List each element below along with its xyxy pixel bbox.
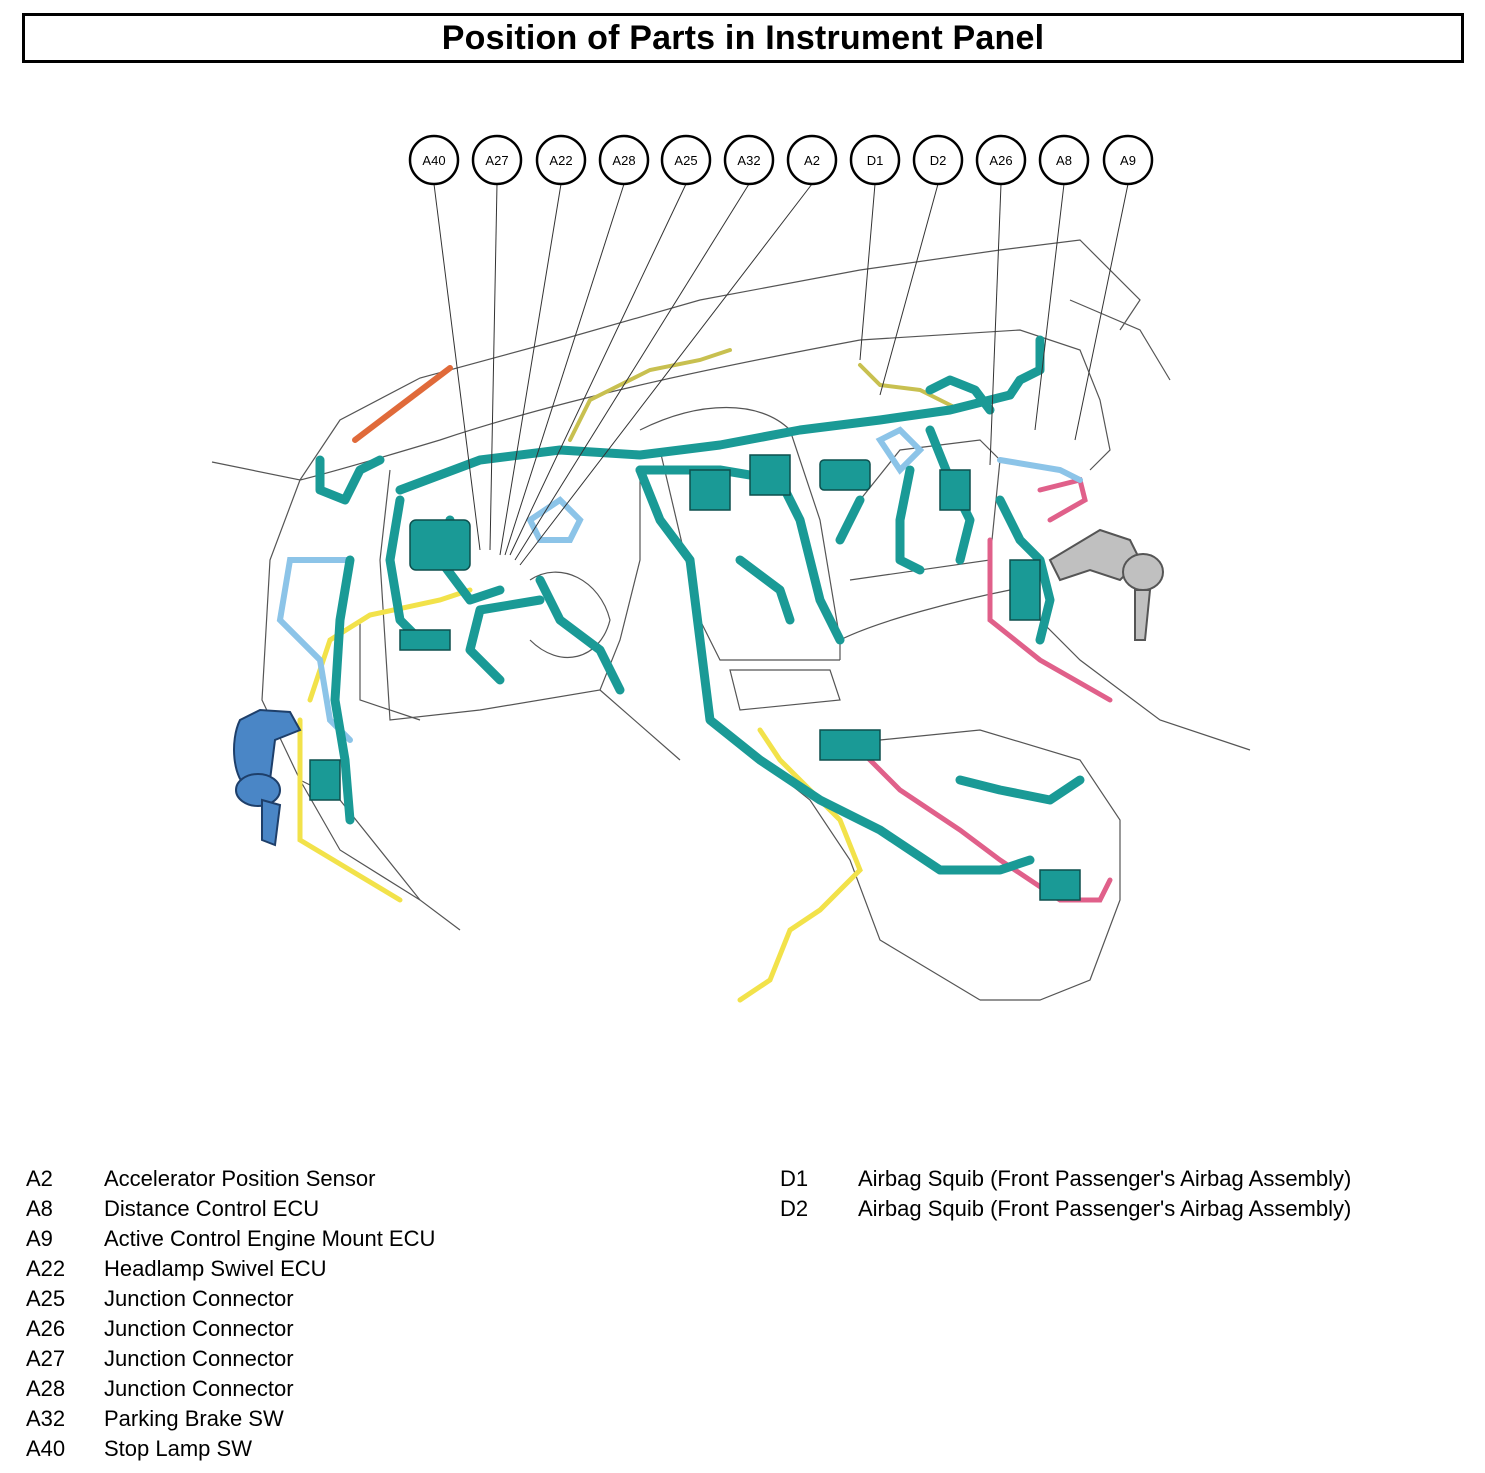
callout-D2: D2 (912, 134, 964, 186)
svg-text:D1: D1 (867, 153, 884, 168)
dashboard-outline (211, 239, 1251, 1001)
legend-code: D2 (780, 1196, 809, 1221)
callout-A25: A25 (660, 134, 712, 186)
legend-desc: Distance Control ECU (104, 1196, 320, 1221)
callout-leaders (433, 183, 1129, 566)
callout-A26: A26 (975, 134, 1027, 186)
callout-A22: A22 (535, 134, 587, 186)
legend-desc: Junction Connector (104, 1376, 294, 1401)
legend-desc: Junction Connector (104, 1286, 294, 1311)
svg-text:A9: A9 (1120, 153, 1136, 168)
title-box: Position of Parts in Instrument Panel (22, 13, 1464, 63)
svg-text:A22: A22 (549, 153, 572, 168)
legend-desc: Stop Lamp SW (104, 1436, 252, 1461)
connector-blocks (309, 454, 1081, 901)
legend-code: A40 (26, 1436, 66, 1461)
legend-code: A25 (26, 1286, 66, 1311)
legend-desc: Parking Brake SW (104, 1406, 284, 1431)
harness-orange (352, 365, 453, 443)
svg-text:A27: A27 (485, 153, 508, 168)
steering-column (233, 708, 302, 847)
svg-text:A8: A8 (1056, 153, 1072, 168)
svg-text:A28: A28 (612, 153, 635, 168)
page-title: Position of Parts in Instrument Panel (441, 18, 1045, 57)
svg-text:D2: D2 (930, 153, 947, 168)
legend-code: A2 (26, 1166, 53, 1191)
legend-code: A32 (26, 1406, 66, 1431)
svg-text:A32: A32 (737, 153, 760, 168)
harness-main (315, 335, 1085, 875)
callout-A27: A27 (471, 134, 523, 186)
legend-desc: Junction Connector (104, 1346, 294, 1371)
callout-A32: A32 (723, 134, 775, 186)
legend-desc: Airbag Squib (Front Passenger's Airbag A… (858, 1196, 1352, 1221)
callout-A8: A8 (1038, 134, 1090, 186)
callout-A28: A28 (598, 134, 650, 186)
svg-text:A2: A2 (804, 153, 820, 168)
callout-A2: A2 (786, 134, 838, 186)
harness-pink (847, 476, 1113, 903)
legend-desc: Airbag Squib (Front Passenger's Airbag A… (858, 1166, 1352, 1191)
legend-desc: Accelerator Position Sensor (104, 1166, 376, 1191)
legend-code: A26 (26, 1316, 66, 1341)
svg-text:A25: A25 (674, 153, 697, 168)
legend-desc: Active Control Engine Mount ECU (104, 1226, 436, 1251)
legend-code: A27 (26, 1346, 66, 1371)
legend-code: A28 (26, 1376, 66, 1401)
svg-text:A40: A40 (422, 153, 445, 168)
grey-component (1048, 528, 1164, 641)
legend-desc: Headlamp Swivel ECU (104, 1256, 327, 1281)
harness-olive (568, 348, 962, 442)
legend-code: A22 (26, 1256, 66, 1281)
callout-A9: A9 (1102, 134, 1154, 186)
legend-code: A8 (26, 1196, 53, 1221)
svg-text:A26: A26 (989, 153, 1012, 168)
harness-yellow (297, 587, 863, 1003)
legend-code: D1 (780, 1166, 809, 1191)
harness-light (276, 426, 1083, 743)
legend-code: A9 (26, 1226, 53, 1251)
callout-D1: D1 (849, 134, 901, 186)
legend-desc: Junction Connector (104, 1316, 294, 1341)
callout-A40: A40 (408, 134, 460, 186)
